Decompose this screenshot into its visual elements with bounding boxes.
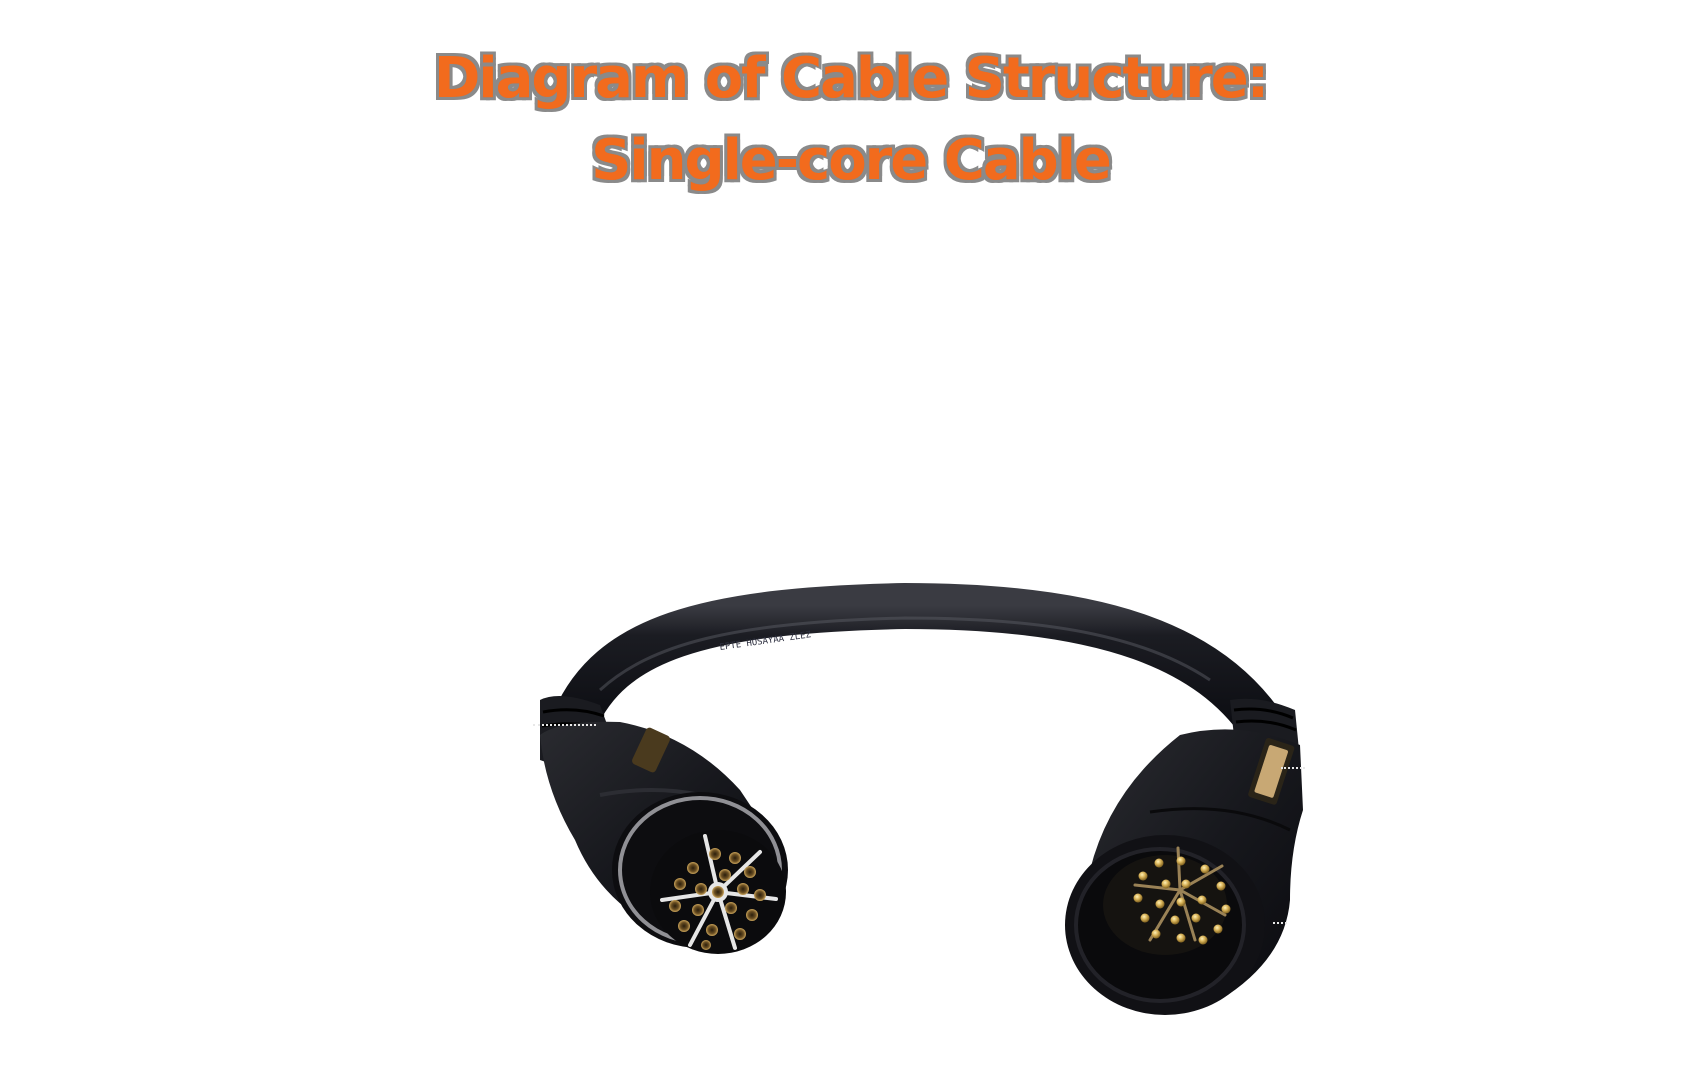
leader-line-right-badge <box>1281 767 1305 769</box>
brand-badge <box>1248 738 1295 805</box>
diagram-title: Diagram of Cable Structure: Single-core … <box>0 38 1701 202</box>
left-connector <box>540 696 788 954</box>
cable-jacket: EPTE HOSAYAA ZLEZ <box>552 582 1285 748</box>
title-line-2: Single-core Cable <box>591 128 1112 193</box>
title-line-1: Diagram of Cable Structure: <box>433 46 1269 111</box>
socket-contacts <box>669 848 766 950</box>
leader-line-left-strain-relief <box>533 724 596 726</box>
right-connector <box>1065 698 1303 1015</box>
leader-line-right-coupling-nut <box>1273 922 1287 924</box>
left-badge <box>632 727 670 773</box>
plug-pins <box>1133 856 1231 945</box>
